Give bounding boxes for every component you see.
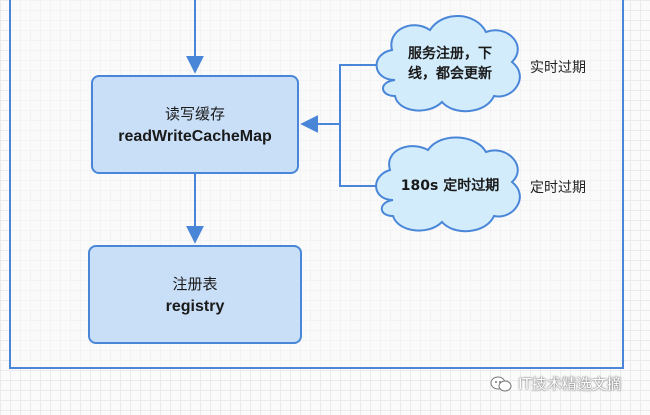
registry-node-title: 注册表: [172, 275, 218, 293]
connector-realtime-cloud: [339, 64, 383, 124]
cloud-realtime-text: 服务注册，下 线，都会更新: [390, 44, 510, 84]
watermark: IT技术精选文摘: [490, 373, 622, 394]
connector-timed-cloud: [339, 124, 383, 187]
cloud-realtime-line2: 线，都会更新: [408, 66, 492, 82]
cache-node-name: readWriteCacheMap: [118, 128, 272, 145]
label-timed-expiry: 定时过期: [530, 180, 586, 196]
cloud-realtime-shape: [375, 15, 521, 113]
cloud-timed-text: 180s 定时过期: [400, 178, 500, 194]
wechat-icon: [490, 376, 512, 391]
registry-node: 注册表 registry: [88, 245, 302, 344]
cache-node: 读写缓存 readWriteCacheMap: [91, 75, 299, 174]
registry-node-name: registry: [165, 298, 225, 315]
watermark-text: IT技术精选文摘: [518, 375, 622, 393]
cloud-realtime-line1: 服务注册，下: [408, 46, 492, 62]
label-realtime-expiry: 实时过期: [530, 60, 586, 76]
cache-node-title: 读写缓存: [164, 105, 225, 123]
cloud-timed-shape: [375, 136, 521, 233]
